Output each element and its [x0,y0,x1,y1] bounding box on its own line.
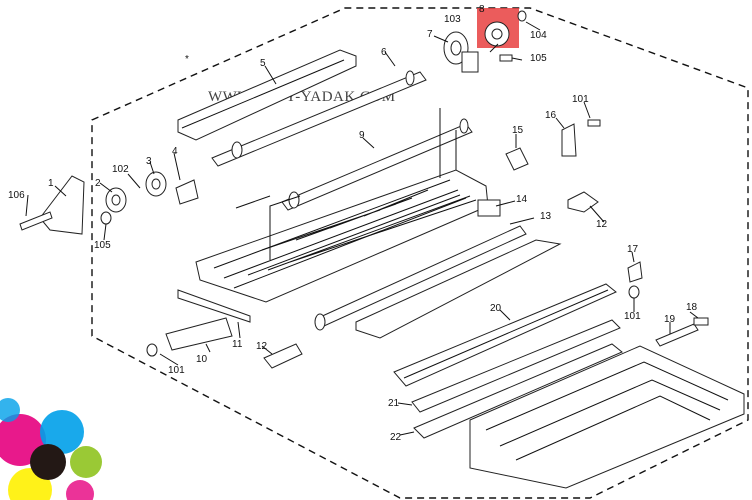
callout-12-left: 12 [256,341,268,352]
part-101-screw-top [587,119,601,127]
callout-101-top: 101 [572,94,589,105]
part-7-bushing [443,31,479,73]
callout-5: 5 [260,58,266,69]
part-12-clip-right [567,191,599,213]
foam-strip [355,239,562,339]
callout-1: 1 [48,178,54,189]
callout-19: 19 [664,314,676,325]
callout-18: 18 [686,302,698,313]
part-15-bracket [505,147,529,171]
callout-102: 102 [112,164,129,175]
callout-8: 8 [479,4,485,15]
part-8-highlighted-gear [477,8,527,48]
callout-101-right: 101 [624,311,641,322]
callout-22: 22 [390,432,402,443]
callout-6: 6 [381,47,387,58]
callout-105-left: 105 [94,240,111,251]
callout-3: 3 [146,156,152,167]
part-11-lever [177,289,251,323]
callout-2: 2 [95,178,101,189]
part-4-clip [175,179,199,205]
part-20-guide-rail [393,283,617,387]
part-106-screw [19,211,53,231]
part-2-gear [105,187,127,213]
callout-12-right: 12 [596,219,608,230]
part-12-clip-left [263,343,303,369]
part-105-screw-left [100,211,112,225]
callout-103: 103 [444,14,461,25]
part-13-roller [314,225,527,331]
part-5-foam-pad [177,49,357,141]
callout-11: 11 [232,339,243,350]
callout-10: 10 [196,354,208,365]
callout-14: 14 [516,194,528,205]
part-1-side-bracket [39,175,85,235]
callout-17: 17 [627,244,639,255]
part-21-rail [411,319,621,413]
callout-101-left: 101 [168,365,185,376]
part-19-spring [655,323,699,347]
part-16-bracket [561,123,577,157]
bottom-tray [469,345,745,489]
callout-labels: 1 2 3 4 5 6 7 8 9 10 11 12 12 13 14 15 1… [8,4,698,443]
callout-104: 104 [530,30,547,41]
part-9-shaft [281,118,473,211]
part-10-bracket [165,317,233,351]
callout-20: 20 [490,303,502,314]
part-101-screw-right [628,285,640,299]
part-105-screw-upper [499,54,513,62]
part-18-screw [693,317,709,326]
asterisk-mark: * [185,54,189,65]
callout-105-upper: 105 [530,53,547,64]
part-101-screw-left [146,343,158,357]
part-6-roller-shaft [211,70,427,167]
color-circles-logo [0,398,102,500]
callout-15: 15 [512,125,524,136]
part-17-clip [627,261,643,283]
part-3-gear [145,171,167,197]
assembly-boundary [91,7,749,499]
callout-13: 13 [540,211,552,222]
callout-9: 9 [359,130,365,141]
leader-lines [25,21,699,436]
callout-21: 21 [388,398,400,409]
part-22-rail [413,343,623,439]
part-14-bracket [477,199,501,217]
callout-106: 106 [8,190,25,201]
callout-7: 7 [427,29,433,40]
callout-16: 16 [545,110,557,121]
callout-4: 4 [172,146,178,157]
